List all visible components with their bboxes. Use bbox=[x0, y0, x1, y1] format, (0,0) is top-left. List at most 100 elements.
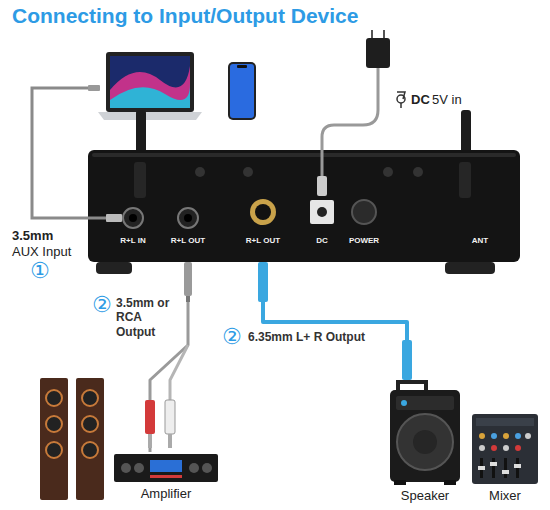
power-spec: DC bbox=[411, 92, 430, 108]
cable-plugs bbox=[145, 262, 412, 448]
receiver-unit-art-part bbox=[317, 207, 327, 217]
device-label: Speaker bbox=[386, 488, 464, 503]
receiver-unit-art-part bbox=[317, 176, 327, 196]
amplifier-device-art-part bbox=[202, 463, 212, 473]
mixer-device-art-part bbox=[491, 445, 497, 451]
amplifier-device-art-part bbox=[121, 463, 131, 473]
port-label: POWER bbox=[349, 236, 379, 245]
callout-number: ① bbox=[30, 258, 50, 284]
receiver-unit-art-part bbox=[106, 214, 122, 222]
floor-speakers-part bbox=[46, 416, 62, 432]
speaker-device-art-part bbox=[413, 430, 437, 454]
diagram-title: Connecting to Input/Output Device bbox=[12, 4, 358, 28]
port-label: DC bbox=[316, 236, 328, 245]
receiver-unit-art-part bbox=[383, 167, 393, 177]
receiver-unit-art-part bbox=[459, 162, 471, 198]
port-description: AUX Input bbox=[12, 244, 71, 260]
speaker-device-art bbox=[386, 380, 464, 486]
port-label: R+L OUT bbox=[246, 236, 280, 245]
cable-plugs-part bbox=[170, 345, 188, 400]
receiver-unit-art-part bbox=[178, 208, 198, 228]
cable-plugs-part bbox=[258, 262, 268, 302]
device-label: Amplifier bbox=[112, 486, 220, 501]
floor-speakers-part bbox=[82, 442, 98, 458]
cable-plugs-part bbox=[148, 434, 152, 448]
laptop-icon-part bbox=[106, 52, 194, 112]
speaker-device-art-part bbox=[396, 396, 454, 410]
receiver-unit-art-part bbox=[184, 214, 192, 222]
mixer-device-art-part bbox=[503, 433, 509, 439]
mixer-device-art-part bbox=[515, 445, 521, 451]
amplifier-device-art-part bbox=[114, 454, 218, 482]
mixer-device-art-part bbox=[504, 458, 507, 478]
cable-plugs-part bbox=[168, 434, 172, 448]
device-feet bbox=[96, 262, 495, 274]
receiver-unit: R+L IN R+L OUT R+L OUT DC POWER ANT bbox=[88, 150, 520, 262]
amplifier-device-art-part bbox=[189, 463, 199, 473]
laptop-icon bbox=[98, 52, 202, 120]
floor-speakers-part bbox=[82, 390, 98, 406]
audio-cable bbox=[263, 262, 407, 380]
receiver-unit-art bbox=[88, 150, 520, 262]
laptop-icon-part bbox=[110, 84, 190, 108]
callout-number: ② bbox=[92, 292, 112, 318]
phone-icon-part bbox=[230, 64, 254, 118]
mixer-device-art-part bbox=[492, 458, 495, 478]
aux-cable-part bbox=[88, 85, 100, 91]
mixer-device-art-part bbox=[476, 418, 534, 426]
cable-plugs-part bbox=[402, 340, 412, 380]
port-label: R+L IN bbox=[120, 236, 145, 245]
laptop-icon-part bbox=[98, 112, 202, 120]
mixer-device-art-part bbox=[502, 470, 509, 474]
speaker-device-art-part bbox=[401, 400, 407, 406]
receiver-unit-art-part bbox=[310, 200, 334, 224]
speaker-device-art-part bbox=[397, 414, 453, 470]
floor-speakers-part bbox=[46, 390, 62, 406]
mixer-device-art-part bbox=[479, 445, 485, 451]
power-adapter-part bbox=[322, 68, 378, 150]
floor-speakers-part bbox=[40, 378, 68, 500]
mixer-device-art bbox=[470, 408, 540, 486]
laptop-icon-part bbox=[110, 66, 190, 108]
receiver-unit-art-part bbox=[123, 208, 143, 228]
laptop-icon-part bbox=[110, 56, 190, 108]
speaker-device-art-part bbox=[390, 390, 460, 482]
cable-size: 3.5mm bbox=[12, 228, 53, 244]
receiver-unit-art-part bbox=[134, 162, 146, 198]
output-description: 6.35mm L+ R Output bbox=[248, 330, 365, 344]
mixer-device-art-part bbox=[490, 462, 497, 466]
amplifier-device-art-part bbox=[150, 475, 182, 478]
receiver-unit-art-part bbox=[413, 167, 423, 177]
mixer-device-art-part bbox=[491, 433, 497, 439]
power-adapter-part bbox=[366, 38, 390, 68]
callout-number: ② bbox=[222, 324, 242, 350]
amplifier-device-art-part bbox=[150, 460, 182, 472]
speaker-device-art-part bbox=[444, 480, 456, 485]
receiver-unit-art-part bbox=[129, 214, 137, 222]
power-spec: 5V in bbox=[432, 92, 462, 108]
output-description: 3.5mm or RCA Output bbox=[116, 296, 184, 339]
mixer-device-art-part bbox=[514, 464, 521, 468]
cable-plugs-part bbox=[186, 296, 190, 302]
mixer-device-art-part bbox=[479, 433, 485, 439]
device-label: Mixer bbox=[470, 488, 540, 503]
port-label: R+L OUT bbox=[171, 236, 205, 245]
amplifier-device-art bbox=[112, 452, 220, 484]
device-feet-part bbox=[96, 262, 132, 274]
port-label: ANT bbox=[472, 236, 488, 245]
speaker-device-art-part bbox=[394, 480, 406, 485]
receiver-unit-art-part bbox=[250, 199, 276, 225]
mixer-device-art-part bbox=[503, 445, 509, 451]
mixer-device: Mixer bbox=[470, 408, 540, 504]
cable-plugs-part bbox=[165, 400, 175, 434]
power-adapter-part bbox=[397, 92, 405, 108]
amplifier-device-art-part bbox=[134, 463, 144, 473]
receiver-unit-art-part bbox=[243, 167, 253, 177]
floor-speakers-part bbox=[76, 378, 104, 500]
floor-speakers-part bbox=[46, 442, 62, 458]
phone-icon-part bbox=[237, 65, 247, 68]
receiver-unit-art-part bbox=[195, 167, 205, 177]
receiver-unit-art-part bbox=[92, 153, 516, 157]
mixer-device-art-part bbox=[472, 414, 538, 484]
